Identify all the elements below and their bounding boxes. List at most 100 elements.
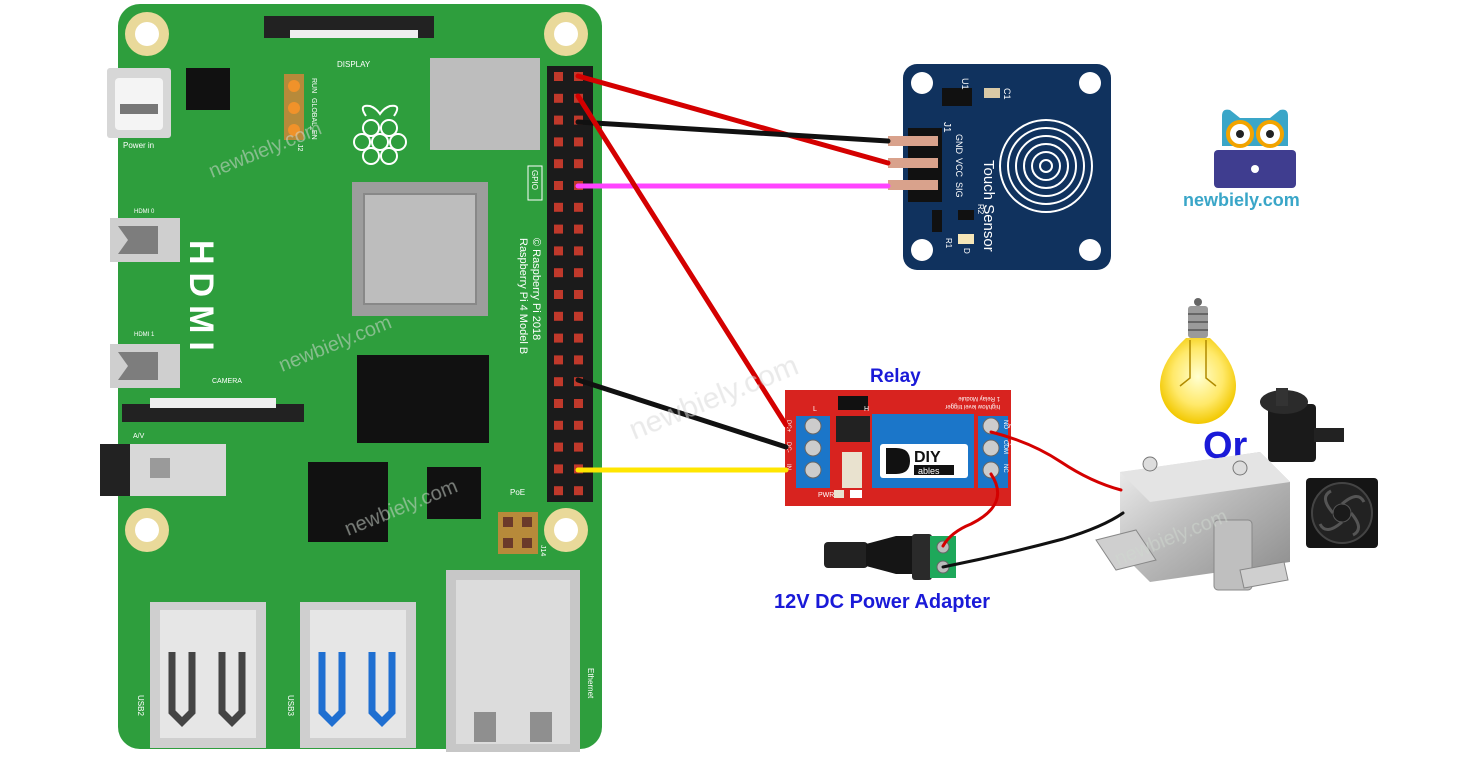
usb2-port: USB2 <box>136 602 266 748</box>
ram-chip <box>357 355 489 443</box>
gpio-pin <box>574 246 583 256</box>
gpio-pin <box>574 202 583 212</box>
gpio-pin <box>554 202 563 212</box>
relay-pwr-label: PWR <box>818 492 834 499</box>
power-in-label: Power in <box>123 141 154 150</box>
raspberry-logo-icon <box>353 104 407 165</box>
solenoid-lock-icon <box>1095 452 1290 591</box>
relay-spec1: 10A 250VAC 10A 125VAC <box>1006 422 1070 428</box>
diyables-logo-icon <box>886 448 910 474</box>
gpio-pin <box>554 246 563 256</box>
relay-l-label: L <box>813 406 817 413</box>
gpio-pin <box>574 290 583 299</box>
gpio-pin <box>574 224 583 234</box>
wire-gnd-sensor <box>575 119 891 144</box>
gpio-pin <box>554 224 563 234</box>
gpio-pin <box>574 333 583 343</box>
diyables-brand-bottom: ables <box>918 466 940 476</box>
gpio-pin <box>554 355 563 365</box>
gpio-pin <box>554 420 563 430</box>
gpio-pin <box>574 268 583 278</box>
gpio-header <box>547 66 593 502</box>
camera-label: CAMERA <box>212 378 242 385</box>
ethernet-port: Ethernet <box>446 570 595 752</box>
gpio-pin <box>554 290 563 299</box>
watermark-4: newbiely.com <box>624 349 803 447</box>
relay-pin-nc: NC <box>1002 464 1008 473</box>
power-adapter-label: 12V DC Power Adapter <box>774 591 990 613</box>
usb3-label: USB3 <box>286 695 295 716</box>
water-pump-icon <box>1260 388 1344 462</box>
relay-module-label: 1 Relay Module <box>958 395 1000 401</box>
relay-pin-in: IN <box>785 464 791 470</box>
hdmi-label: HDMI <box>182 240 220 359</box>
hdmi0-port: HDMI 0 <box>110 209 180 262</box>
diyables-brand-top: DIY <box>914 449 941 466</box>
gpio-pin <box>554 115 563 125</box>
chip-small <box>186 68 230 110</box>
relay-h-label: H <box>864 406 869 413</box>
gpio-pin <box>574 355 583 365</box>
sensor-pin-sig: SIG <box>954 182 964 198</box>
gpio-pin <box>554 159 563 169</box>
relay-pin-com: COM <box>1002 440 1008 454</box>
d-label: D <box>962 248 971 254</box>
hdmi1-label: HDMI 1 <box>134 332 155 338</box>
u1-label: U1 <box>960 78 970 90</box>
gpio-pin <box>554 93 563 103</box>
raspberry-pi-board: DISPLAY Power in RUN GLOBAL_EN J2 HDMI <box>100 4 602 752</box>
run-label: RUN <box>310 78 317 93</box>
dc-power-adapter <box>824 534 956 580</box>
camera-connector <box>122 404 304 422</box>
gpio-pin <box>554 137 563 147</box>
r2-label: R2 <box>976 204 985 215</box>
gpio-pin <box>574 159 583 169</box>
light-bulb-icon <box>1160 298 1236 424</box>
c1-label: C1 <box>1002 88 1012 100</box>
touch-pad-icon <box>999 119 1093 213</box>
gpio-pin <box>574 420 583 430</box>
pmic-chip <box>427 467 481 519</box>
wire-com-lock <box>989 430 1123 492</box>
gpio-pin <box>554 399 563 408</box>
relay-title: Relay <box>870 366 921 387</box>
j14-label: J14 <box>539 545 546 556</box>
newbiely-logo-text: newbiely.com <box>1183 190 1300 210</box>
wire-vcc-sensor <box>575 73 891 166</box>
mounting-holes <box>125 12 588 552</box>
wire-nc-adapter <box>941 472 1000 548</box>
av-jack: A/V <box>100 433 226 496</box>
gpio-pin <box>554 72 563 81</box>
gpio-pin <box>554 268 563 278</box>
relay-part-label: SRD-05VDC-SL-C <box>1004 440 1070 449</box>
newbiely-logo: newbiely.com <box>1183 109 1300 210</box>
gpio-label: GPIO <box>530 170 539 190</box>
gpio-pin <box>554 442 563 452</box>
hdmi1-port: HDMI 1 <box>110 332 180 388</box>
gpio-pin <box>554 311 563 321</box>
touch-sensor-module: U1 C1 J1 GND VCC SIG Touch Sensor R1 R2 … <box>888 64 1111 270</box>
sensor-chip-u1 <box>942 88 972 106</box>
copyright-label: © Raspberry Pi 2018 <box>530 238 542 340</box>
cooling-fan-icon <box>1306 478 1378 548</box>
wire-gnd-relay <box>575 377 789 450</box>
usb2-label: USB2 <box>136 695 145 716</box>
display-label: DISPLAY <box>337 60 371 69</box>
gpio-pin <box>574 486 583 496</box>
r1-label: R1 <box>944 238 953 249</box>
wires <box>575 73 1125 569</box>
relay-module: DC+ DC- IN L H 1 Relay Module high/low l… <box>785 390 1070 506</box>
gpio-pin <box>554 181 563 190</box>
j2-label: J2 <box>296 144 303 152</box>
wire-adapter-lock <box>941 511 1125 569</box>
wire-5v-relay <box>575 93 789 428</box>
ethernet-label: Ethernet <box>586 668 595 699</box>
relay-spec2: 10A 30VDC 10A 28VDC <box>1011 430 1070 436</box>
hdmi0-label: HDMI 0 <box>134 209 155 215</box>
gpio-pin <box>574 442 583 452</box>
j1-label: J1 <box>941 122 952 133</box>
gpio-pin <box>554 377 563 387</box>
wifi-module <box>430 58 540 150</box>
poe-label: PoE <box>510 488 525 497</box>
